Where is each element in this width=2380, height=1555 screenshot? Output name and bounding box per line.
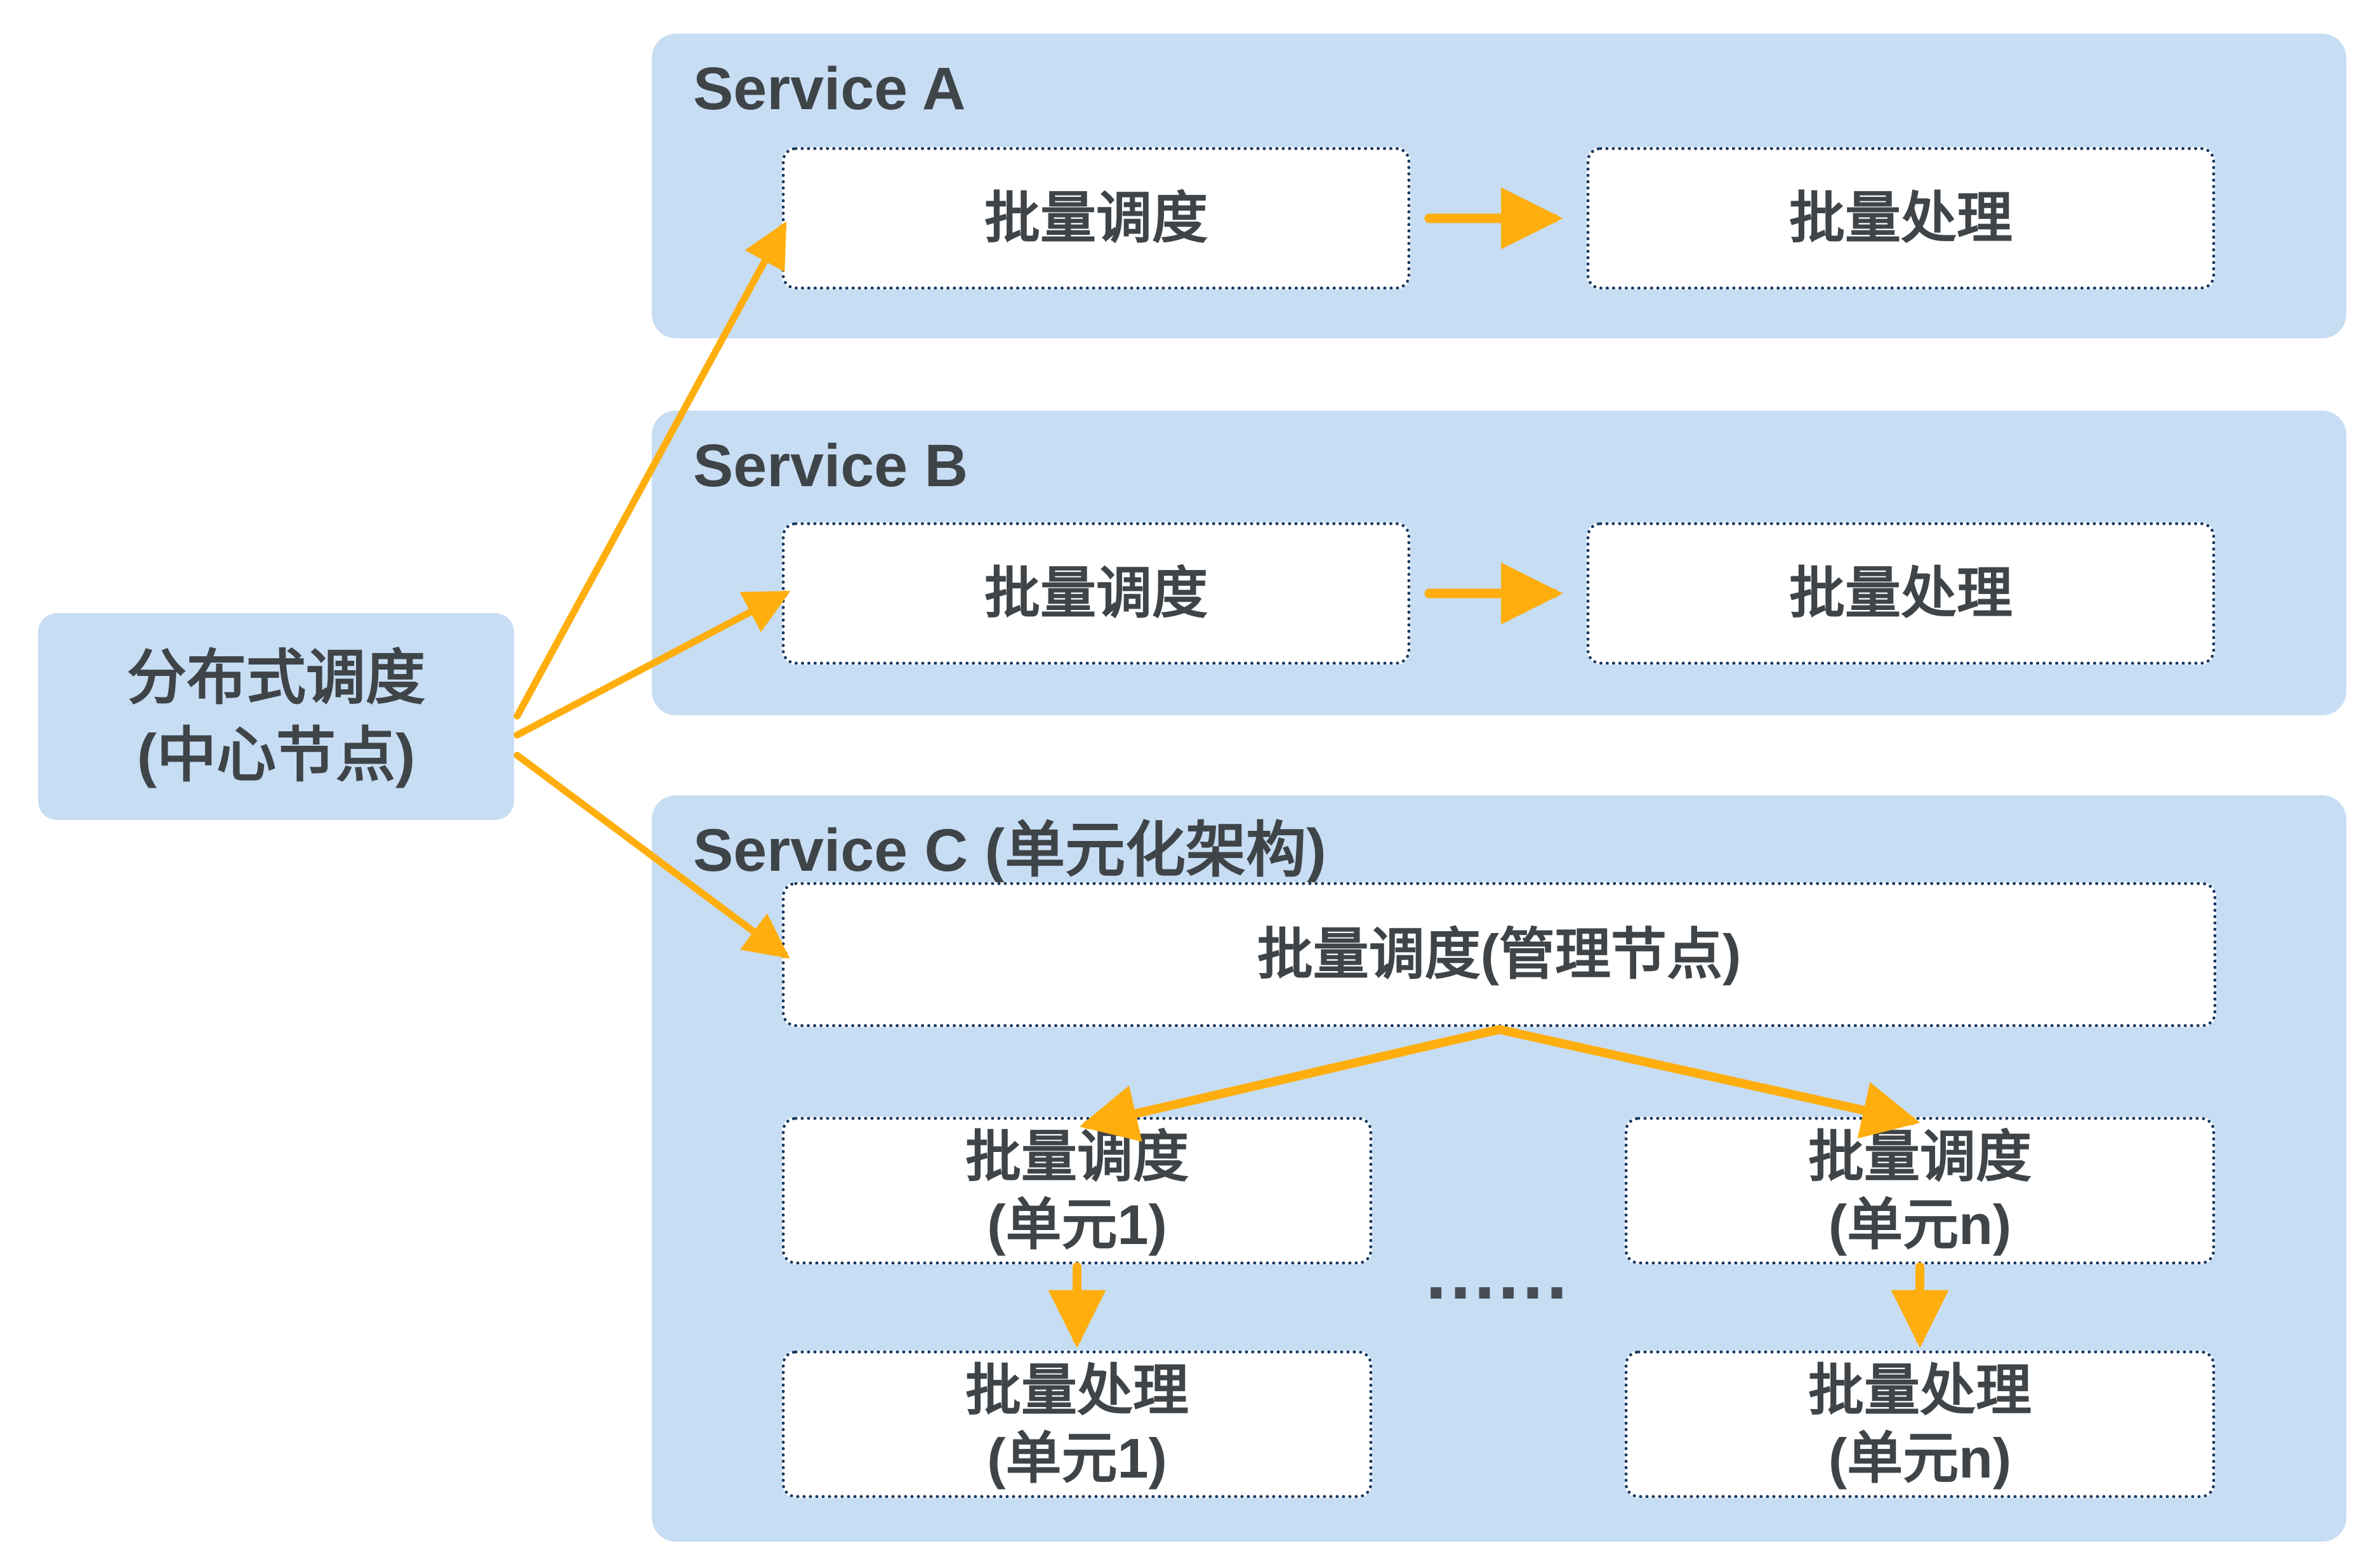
- central-scheduler-label-line2: (中心节点): [136, 722, 416, 788]
- service-c-title: Service C (单元化架构): [693, 817, 1326, 884]
- service-c-unitn-scheduler-label-line2: (单元n): [1828, 1193, 2012, 1256]
- service-c-unit1-processor-label-line1: 批量处理: [965, 1358, 1189, 1422]
- service-a-batch-scheduler-box: 批量调度: [782, 147, 1410, 289]
- service-c-unit1-processor-label-line2: (单元1): [987, 1427, 1167, 1490]
- service-c-unitn-processor-box: 批量处理 (单元n): [1625, 1351, 2215, 1498]
- service-a-title: Service A: [693, 55, 966, 122]
- service-b-batch-processor-box: 批量处理: [1587, 522, 2215, 665]
- service-c-unitn-scheduler-box: 批量调度 (单元n): [1625, 1117, 2215, 1264]
- central-scheduler-label-line1: 分布式调度: [126, 644, 425, 711]
- service-a-batch-processor-box: 批量处理: [1587, 147, 2215, 289]
- units-ellipsis: ……: [1422, 1230, 1571, 1315]
- service-c-manager-scheduler-label: 批量调度(管理节点): [1257, 923, 1742, 986]
- service-b-batch-processor-label: 批量处理: [1788, 562, 2013, 625]
- service-c-manager-scheduler-box: 批量调度(管理节点): [782, 882, 2216, 1027]
- central-scheduler-node: 分布式调度 (中心节点): [38, 613, 514, 820]
- service-c-unitn-processor-label-line2: (单元n): [1828, 1427, 2012, 1490]
- service-c-unit1-scheduler-box: 批量调度 (单元1): [782, 1117, 1372, 1264]
- service-a-batch-scheduler-label: 批量调度: [984, 187, 1208, 250]
- service-b-batch-scheduler-box: 批量调度: [782, 522, 1410, 665]
- service-b-title: Service B: [693, 432, 969, 500]
- service-c-unitn-scheduler-label-line1: 批量调度: [1808, 1125, 2032, 1188]
- service-a-batch-processor-label: 批量处理: [1788, 187, 2013, 250]
- service-c-unitn-processor-label-line1: 批量处理: [1808, 1358, 2032, 1422]
- service-c-unit1-scheduler-label-line1: 批量调度: [965, 1125, 1189, 1188]
- service-b-batch-scheduler-label: 批量调度: [984, 562, 1208, 625]
- service-c-unit1-scheduler-label-line2: (单元1): [987, 1193, 1167, 1256]
- service-c-unit1-processor-box: 批量处理 (单元1): [782, 1351, 1372, 1498]
